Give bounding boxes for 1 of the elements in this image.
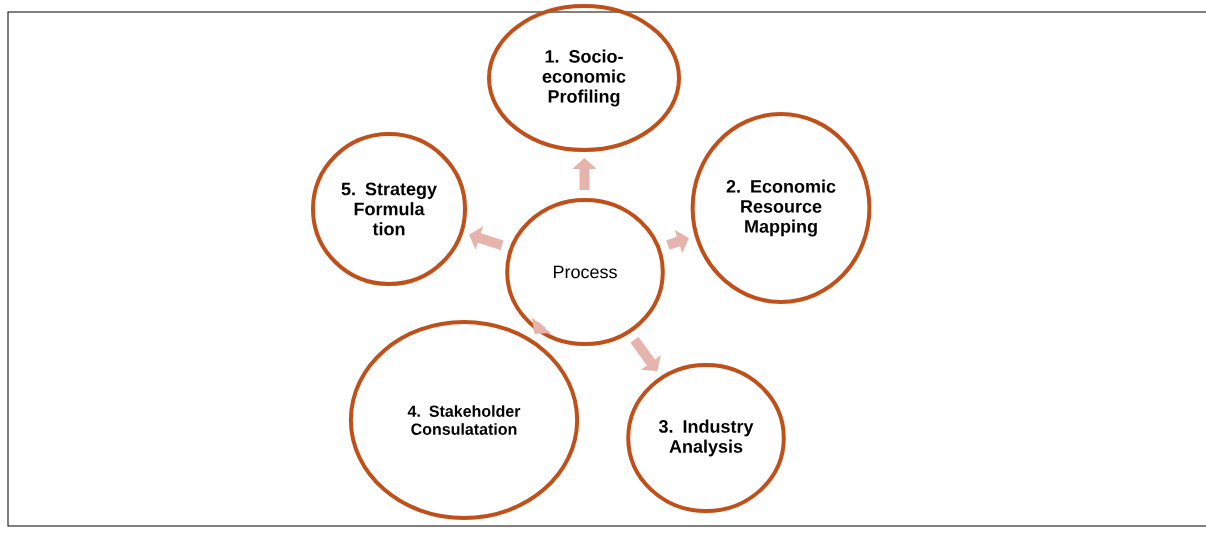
block-arrow bbox=[630, 336, 661, 372]
